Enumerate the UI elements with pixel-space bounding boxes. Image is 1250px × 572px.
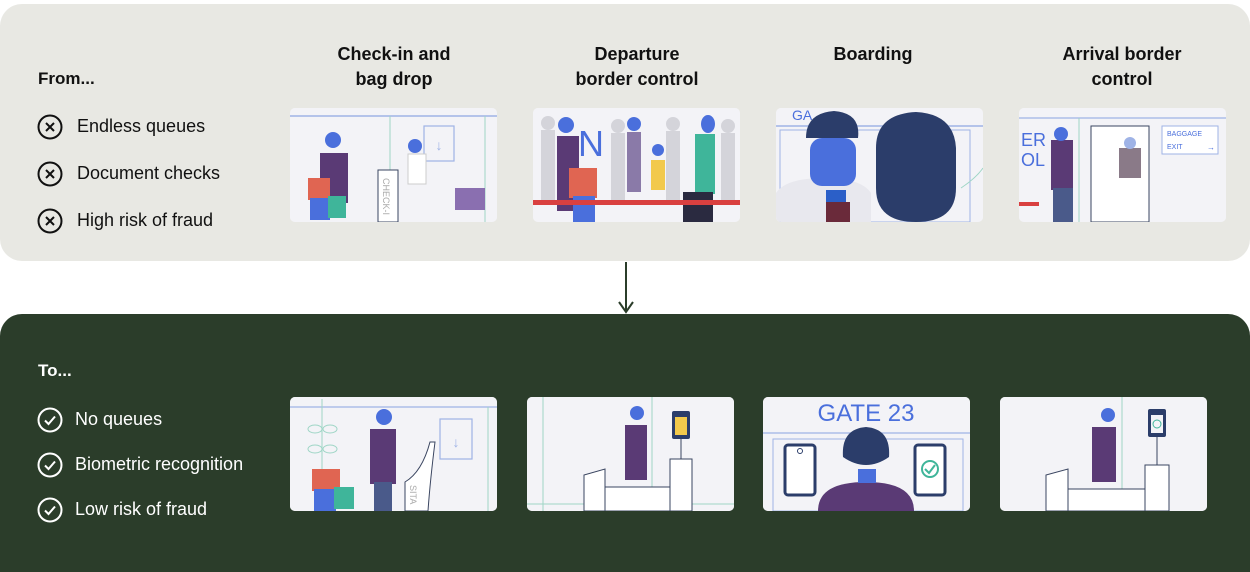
image-biometric-check-in: ↓ SITA bbox=[290, 397, 497, 511]
to-item: Low risk of fraud bbox=[37, 487, 243, 532]
from-item: Document checks bbox=[37, 150, 220, 197]
svg-text:↓: ↓ bbox=[453, 434, 460, 450]
image-biometric-departure bbox=[527, 397, 734, 511]
to-panel: To... No queues Biometric recognition Lo… bbox=[0, 314, 1250, 572]
stage-title-arrival: Arrival border control bbox=[1062, 44, 1182, 89]
stage-title-departure: Departure border control bbox=[575, 44, 699, 89]
x-circle-icon bbox=[37, 114, 63, 139]
from-item: High risk of fraud bbox=[37, 197, 220, 244]
svg-text:ER: ER bbox=[1021, 130, 1046, 150]
check-circle-icon bbox=[37, 497, 63, 522]
to-item: Biometric recognition bbox=[37, 442, 243, 487]
to-title: To... bbox=[38, 361, 72, 380]
image-departure-queue: N bbox=[533, 108, 740, 222]
svg-text:SITA: SITA bbox=[408, 485, 418, 504]
image-biometric-arrival bbox=[1000, 397, 1207, 511]
stage-title-check-in: Check-in and bag drop bbox=[337, 44, 451, 89]
image-check-in-queue: ↓ CHECK-I bbox=[290, 108, 497, 222]
svg-text:GA: GA bbox=[792, 108, 813, 123]
from-list: Endless queues Document checks High risk… bbox=[37, 103, 220, 244]
x-circle-icon bbox=[37, 208, 63, 233]
from-title: From... bbox=[38, 69, 95, 88]
from-item-label: High risk of fraud bbox=[77, 210, 214, 230]
svg-text:EXIT: EXIT bbox=[1167, 144, 1183, 151]
check-circle-icon bbox=[37, 407, 63, 432]
image-arrival-border: ER OL BAGGAGE EXIT → bbox=[1019, 108, 1226, 222]
check-circle-icon bbox=[37, 452, 63, 477]
from-item-label: Document checks bbox=[77, 163, 221, 183]
to-item-label: Low risk of fraud bbox=[75, 499, 208, 519]
stage-title-boarding: Boarding bbox=[833, 44, 913, 64]
image-biometric-boarding: GATE 23 bbox=[763, 397, 970, 511]
svg-text:→: → bbox=[1207, 143, 1215, 152]
svg-text:OL: OL bbox=[1021, 150, 1045, 170]
to-item-label: No queues bbox=[75, 409, 163, 429]
svg-text:CHECK-I: CHECK-I bbox=[381, 178, 391, 215]
from-panel: From... Endless queues Document checks H… bbox=[0, 4, 1250, 261]
svg-text:GATE 23: GATE 23 bbox=[818, 400, 915, 427]
to-item-label: Biometric recognition bbox=[75, 454, 244, 474]
x-circle-icon bbox=[37, 161, 63, 186]
from-item: Endless queues bbox=[37, 103, 220, 150]
svg-text:BAGGAGE: BAGGAGE bbox=[1167, 131, 1202, 138]
arrow-down-icon bbox=[618, 262, 634, 314]
to-list: No queues Biometric recognition Low risk… bbox=[37, 397, 243, 532]
svg-text:↓: ↓ bbox=[436, 137, 443, 153]
from-item-label: Endless queues bbox=[77, 116, 206, 136]
to-item: No queues bbox=[37, 397, 243, 442]
svg-text:N: N bbox=[578, 123, 604, 164]
image-boarding-check: GA bbox=[776, 108, 983, 222]
